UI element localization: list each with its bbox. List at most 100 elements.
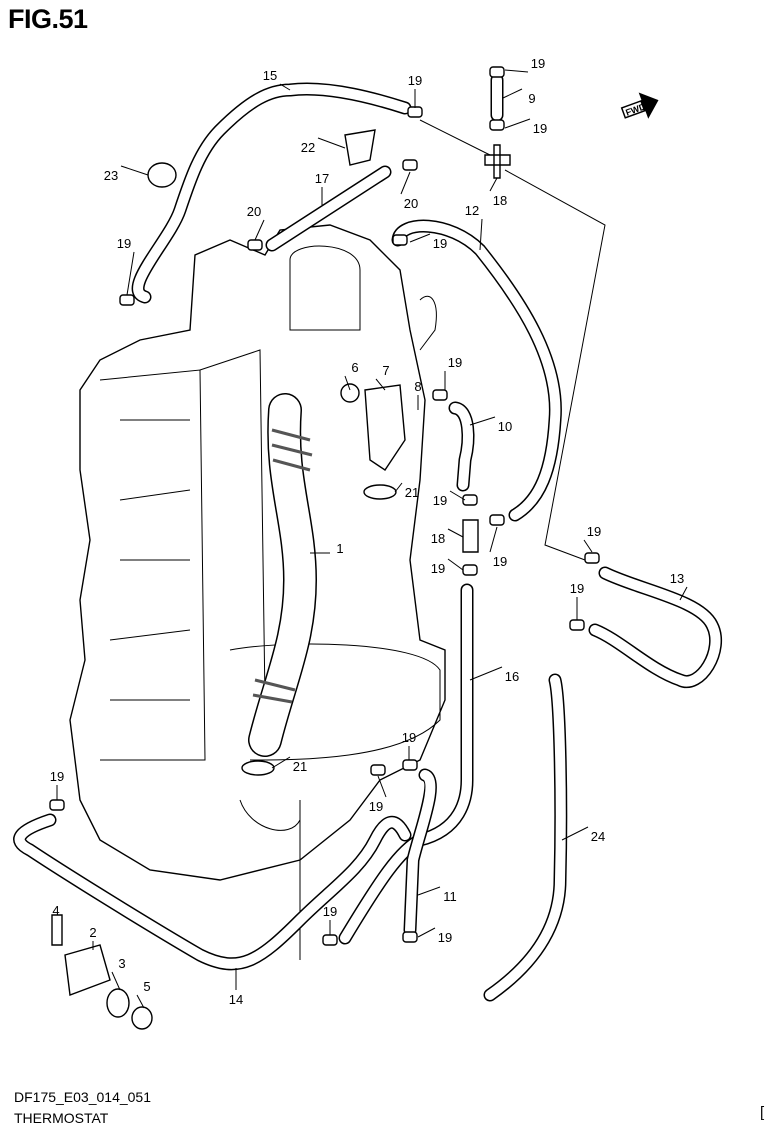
clamp-5: [131, 1006, 153, 1030]
callout-19: 19: [323, 904, 337, 919]
callout-19: 19: [117, 236, 131, 251]
svg-text:FWD: FWD: [624, 101, 647, 118]
clamp-19: [489, 514, 505, 526]
hose-1: [248, 393, 318, 757]
leader-line: [126, 251, 135, 296]
joint-18: [484, 144, 511, 179]
clamp-19: [370, 764, 386, 776]
clip-22: [344, 129, 376, 166]
leader-line: [504, 118, 531, 129]
clamp-19: [432, 389, 448, 401]
callout-19: 19: [408, 73, 422, 88]
callout-19: 19: [533, 121, 547, 136]
leader-line: [502, 88, 523, 99]
callout-18: 18: [431, 531, 445, 546]
clamp-19: [462, 564, 478, 576]
clamp-19: [119, 294, 135, 306]
callout-23: 23: [104, 168, 118, 183]
callout-1: 1: [336, 541, 343, 556]
leader-line: [447, 528, 464, 538]
callout-22: 22: [301, 140, 315, 155]
leader-line: [679, 586, 688, 601]
callout-16: 16: [505, 669, 519, 684]
callout-5: 5: [143, 979, 150, 994]
leader-line: [583, 539, 593, 553]
leader-line: [317, 137, 346, 149]
leader-line: [120, 165, 149, 176]
clamp-21-lower: [241, 760, 275, 776]
figure-code: DF175_E03_014_051: [14, 1089, 152, 1105]
hoses: [13, 73, 723, 1002]
figure-caption: THERMOSTAT: [14, 1110, 109, 1126]
leader-line: [489, 526, 498, 553]
leader-line: [271, 756, 291, 769]
clamp-19: [392, 234, 408, 246]
leader-line: [417, 886, 441, 896]
leader-line: [489, 177, 498, 192]
leader-line: [479, 218, 483, 251]
callout-19: 19: [438, 930, 452, 945]
callout-7: 7: [382, 363, 389, 378]
callout-18: 18: [493, 193, 507, 208]
callout-21: 21: [405, 485, 419, 500]
leader-line: [111, 971, 121, 991]
callout-13: 13: [670, 571, 684, 586]
callout-11: 11: [443, 889, 457, 904]
clamp-19: [322, 934, 338, 946]
leader-line: [409, 233, 431, 243]
clamp-19: [462, 494, 478, 506]
callout-10: 10: [498, 419, 512, 434]
hose-24: [483, 673, 568, 1002]
clamp-21: [363, 484, 397, 500]
leader-line: [136, 994, 145, 1009]
edge-mark: [: [760, 1104, 765, 1121]
callout-20: 20: [247, 204, 261, 219]
callout-19: 19: [531, 56, 545, 71]
callout-9: 9: [528, 91, 535, 106]
hose-12: [391, 219, 562, 522]
cover-7: [364, 384, 406, 471]
thermostat-6: [340, 383, 360, 403]
leader-line: [377, 775, 387, 798]
leader-line: [254, 219, 265, 241]
callout-19: 19: [493, 554, 507, 569]
callout-19: 19: [433, 493, 447, 508]
clamp-19: [584, 552, 600, 564]
leader-line: [561, 826, 589, 841]
cap-2: [64, 944, 111, 996]
leader-line: [417, 927, 436, 938]
clamp-19: [247, 239, 263, 251]
callout-19: 19: [587, 524, 601, 539]
leader-line: [394, 482, 403, 493]
leader-line: [279, 83, 291, 91]
leader-line: [504, 69, 529, 73]
callout-2: 2: [89, 925, 96, 940]
clamp-19: [402, 931, 418, 943]
oring-3: [106, 988, 130, 1018]
clamp-19: [402, 759, 418, 771]
routing-line: [419, 119, 606, 561]
bolt-4: [51, 914, 63, 946]
callout-15: 15: [263, 68, 277, 83]
callout-19: 19: [50, 769, 64, 784]
callout-12: 12: [465, 203, 479, 218]
callout-6: 6: [351, 360, 358, 375]
callout-19: 19: [431, 561, 445, 576]
callout-19: 19: [369, 799, 383, 814]
fwd-arrow-icon: FWD: [620, 92, 659, 119]
clamp-19: [569, 619, 585, 631]
leader-line: [400, 171, 411, 195]
leader-line: [344, 375, 351, 391]
callout-3: 3: [118, 956, 125, 971]
leader-line: [469, 416, 496, 426]
callout-20: 20: [404, 196, 418, 211]
callout-4: 4: [52, 903, 59, 918]
callout-17: 17: [315, 171, 329, 186]
leader-line: [375, 378, 386, 391]
engine-block: [69, 224, 446, 960]
clamp-19: [49, 799, 65, 811]
callout-19: 19: [448, 355, 462, 370]
callout-14: 14: [229, 992, 243, 1007]
